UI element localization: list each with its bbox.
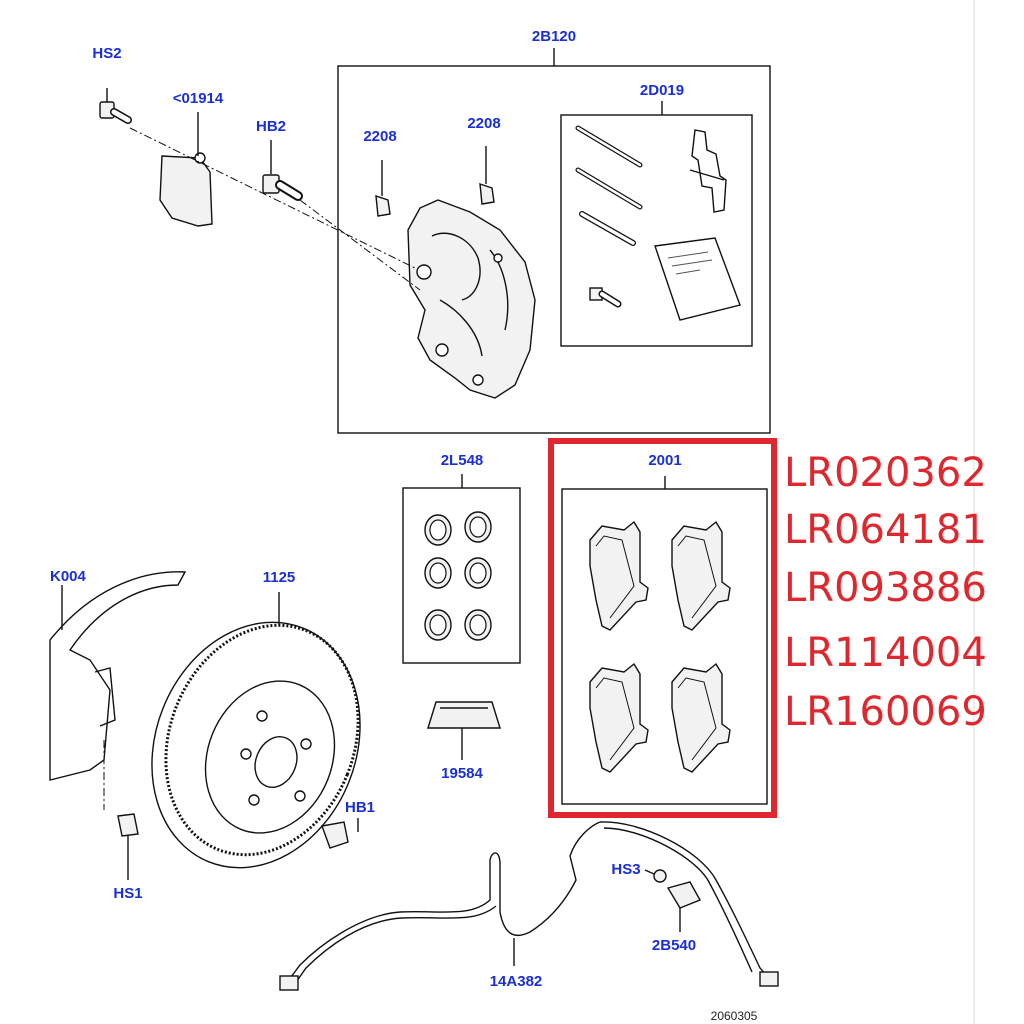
brake-pad[interactable] <box>671 662 731 773</box>
part-number-3: LR093886 <box>784 565 987 611</box>
callout-hb1: HB1 <box>345 799 375 816</box>
hs3-screw[interactable] <box>644 869 667 883</box>
brake-pad-edge <box>677 677 717 761</box>
callout-hs1: HS1 <box>113 885 142 902</box>
piston-seal-inner <box>469 562 487 584</box>
piston-seal-inner <box>429 614 447 636</box>
callout-hs3: HS3 <box>611 861 640 878</box>
brake-pad-edge <box>677 535 717 619</box>
bracket-2b540[interactable] <box>666 881 701 932</box>
callout-19584: 19584 <box>441 765 483 782</box>
highlight-box <box>548 438 777 818</box>
brake-pad[interactable] <box>671 520 731 631</box>
part-number-4: LR114004 <box>784 630 987 676</box>
part-number-1: LR020362 <box>784 450 987 496</box>
hs2-bolt[interactable] <box>99 88 132 124</box>
brake-pad[interactable] <box>589 662 649 773</box>
callout-2208-right: 2208 <box>467 115 500 132</box>
pin-kit-group[interactable] <box>560 101 753 347</box>
piston-seal-inner <box>469 614 487 636</box>
grease-packet-19584[interactable] <box>427 701 501 760</box>
caliper-assembly-group[interactable] <box>337 48 771 434</box>
callout-1125: 1125 <box>263 569 296 586</box>
brake-disc-1125[interactable] <box>116 591 396 900</box>
part-number-2: LR064181 <box>784 507 987 553</box>
hb2-bolt[interactable] <box>262 140 303 201</box>
bracket-01914[interactable] <box>159 112 213 227</box>
hb1-bolt[interactable] <box>321 818 359 849</box>
callout-01914: <01914 <box>173 90 224 107</box>
callout-14a382: 14A382 <box>490 973 543 990</box>
callout-2b120: 2B120 <box>532 28 576 45</box>
piston-seal-inner <box>469 516 487 538</box>
callout-2001: 2001 <box>648 452 681 469</box>
brake-pad-edge <box>595 535 635 619</box>
wear-sensor-harness-14a382[interactable] <box>279 821 779 991</box>
callout-2d019: 2D019 <box>640 82 684 99</box>
brake-pad[interactable] <box>589 520 649 631</box>
callout-hs2: HS2 <box>92 45 121 62</box>
brake-pad-edge <box>595 677 635 761</box>
assembly-line-2 <box>299 199 421 291</box>
callout-k004: K004 <box>50 568 87 585</box>
piston-seal-inner <box>429 562 447 584</box>
splash-shield-k004[interactable] <box>49 571 187 810</box>
assembly-line-1 <box>129 127 416 269</box>
callout-2l548: 2L548 <box>441 452 484 469</box>
callout-2b540: 2B540 <box>652 937 696 954</box>
diagram-reference-number: 2060305 <box>711 1009 758 1023</box>
seal-kit-group[interactable] <box>402 474 521 664</box>
callout-hb2: HB2 <box>256 118 286 135</box>
piston-seal-inner <box>429 519 447 541</box>
part-number-5: LR160069 <box>784 689 987 735</box>
brake-pad-group-2001[interactable] <box>548 438 777 818</box>
callout-2208-left: 2208 <box>363 128 396 145</box>
hs1-bolt[interactable] <box>117 813 139 880</box>
